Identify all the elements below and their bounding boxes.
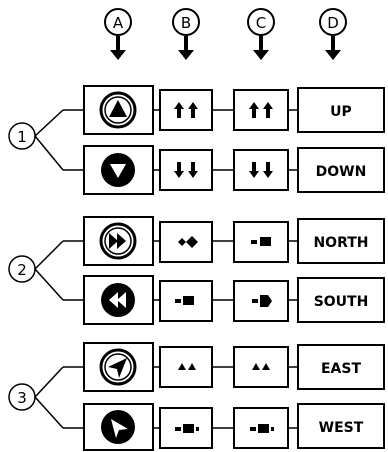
label-north: NORTH [313, 235, 368, 251]
b-cell-west[interactable] [159, 407, 213, 449]
svg-text:D: D [327, 14, 339, 32]
label-cell-west[interactable]: WEST [297, 403, 385, 449]
group-marker-2: 2 [8, 240, 84, 301]
label-cell-up[interactable]: UP [297, 87, 385, 133]
down-arrow-icon [110, 50, 126, 60]
double-down-arrows-icon [174, 162, 198, 178]
double-triangle-icon [252, 363, 270, 370]
b-cell-up[interactable] [159, 89, 213, 131]
c-cell-west[interactable] [233, 407, 289, 449]
c-cell-up[interactable] [233, 89, 289, 131]
row-north: NORTH [83, 216, 385, 266]
up-arrow-triangle-icon [99, 91, 137, 129]
svg-text:3: 3 [17, 389, 27, 407]
label-west: WEST [319, 420, 364, 436]
down-arrow-icon [325, 50, 341, 60]
svg-text:1: 1 [17, 128, 27, 146]
row-south: SOUTH [83, 275, 385, 325]
rewind-icon [101, 283, 135, 317]
label-up: UP [330, 104, 352, 120]
b-cell-south[interactable] [159, 280, 213, 322]
compass-southeast-icon [101, 410, 135, 444]
group-marker-1: 1 [8, 109, 84, 171]
column-header-a: A [104, 8, 132, 60]
svg-text:B: B [181, 14, 191, 32]
double-down-arrows-icon [249, 162, 273, 178]
icon-cell-east[interactable] [83, 342, 154, 392]
label-cell-south[interactable]: SOUTH [297, 277, 385, 323]
down-arrow-icon [253, 50, 269, 60]
icon-cell-north[interactable] [83, 216, 154, 266]
row-down: DOWN [83, 145, 385, 195]
c-cell-south[interactable] [233, 280, 289, 322]
icon-cell-down[interactable] [83, 145, 154, 195]
dash-square-dash-icon [250, 424, 274, 433]
dash-square-icon [251, 237, 271, 246]
icon-cell-south[interactable] [83, 275, 154, 325]
svg-text:2: 2 [17, 261, 27, 279]
b-cell-north[interactable] [159, 221, 213, 263]
column-header-c: C [247, 8, 275, 60]
label-down: DOWN [316, 164, 367, 180]
svg-text:A: A [113, 14, 124, 32]
row-east: EAST [83, 342, 385, 392]
c-cell-east[interactable] [233, 346, 289, 388]
compass-northeast-icon [99, 348, 137, 386]
double-up-arrows-icon [174, 102, 198, 118]
icon-cell-west[interactable] [83, 403, 154, 451]
arrow-right-icon [252, 295, 272, 307]
label-east: EAST [321, 361, 361, 377]
svg-text:C: C [256, 14, 266, 32]
double-diamond-icon [178, 236, 198, 248]
double-triangle-icon [178, 363, 196, 370]
b-cell-down[interactable] [159, 149, 213, 191]
c-cell-north[interactable] [233, 221, 289, 263]
down-arrow-icon [178, 50, 194, 60]
label-cell-down[interactable]: DOWN [297, 147, 385, 193]
column-header-b: B [172, 8, 200, 60]
row-west: WEST [83, 403, 385, 451]
b-cell-east[interactable] [159, 346, 213, 388]
icon-cell-up[interactable] [83, 85, 154, 135]
dash-square-dash-icon [175, 296, 194, 305]
label-south: SOUTH [314, 294, 369, 310]
row-up: UP [83, 85, 385, 135]
group-marker-3: 3 [8, 366, 84, 429]
label-cell-north[interactable]: NORTH [297, 218, 385, 264]
fast-forward-icon [99, 222, 137, 260]
c-cell-down[interactable] [233, 149, 289, 191]
dash-square-dash-icon [175, 424, 199, 433]
label-cell-east[interactable]: EAST [297, 344, 385, 390]
down-arrow-triangle-icon [101, 153, 135, 187]
double-up-arrows-icon [249, 102, 273, 118]
column-header-d: D [319, 8, 347, 60]
